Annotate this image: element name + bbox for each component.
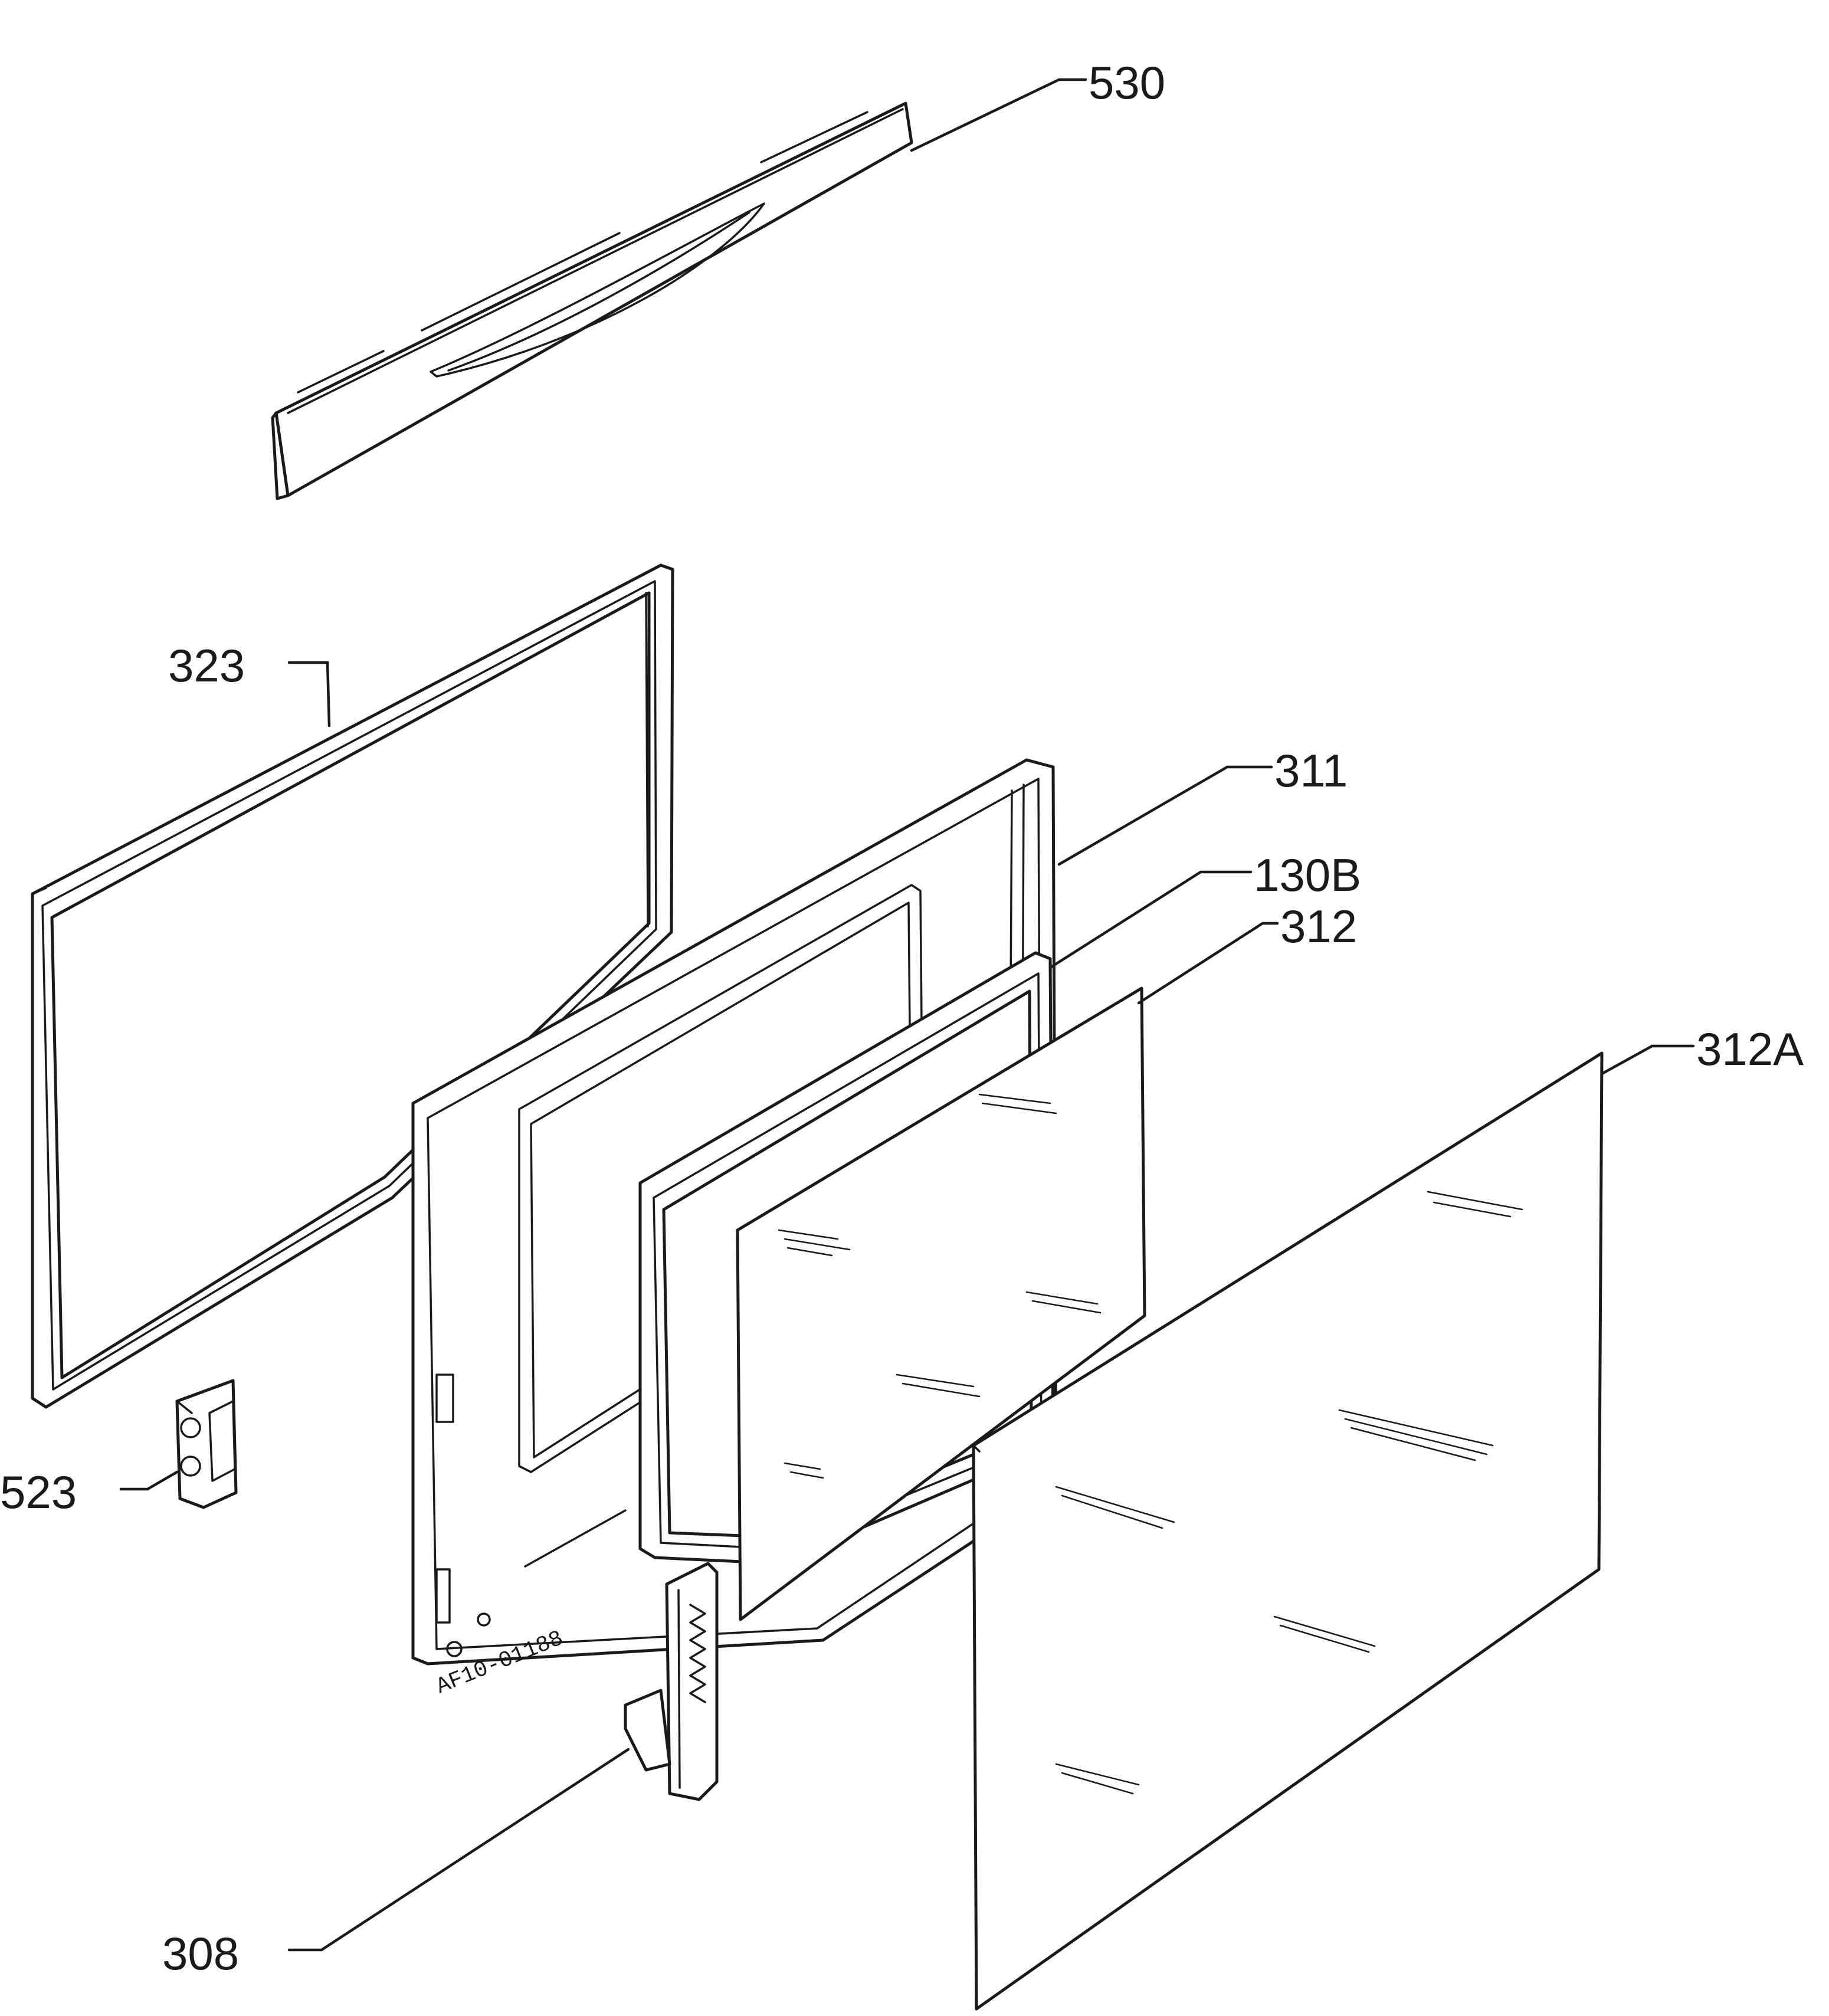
part-523-hinge-receiver bbox=[175, 1379, 238, 1509]
callout-130B: 130B bbox=[1254, 849, 1361, 901]
leader-308 bbox=[287, 1748, 630, 1952]
leader-130B bbox=[1048, 870, 1253, 969]
callout-312: 312 bbox=[1280, 900, 1357, 952]
callout-530: 530 bbox=[1089, 57, 1165, 109]
leader-lines bbox=[119, 78, 1695, 1952]
callout-523: 523 bbox=[0, 1466, 77, 1518]
leader-523 bbox=[119, 1470, 179, 1491]
part-308-door-hinge bbox=[624, 1562, 719, 1801]
part-312A-outer-glass bbox=[972, 1051, 1604, 2011]
callout-323: 323 bbox=[168, 640, 245, 691]
leader-312 bbox=[1137, 922, 1279, 1005]
leader-311 bbox=[1057, 765, 1273, 866]
leader-530 bbox=[910, 78, 1087, 152]
part-530-door-handle bbox=[271, 101, 913, 500]
leader-312A bbox=[1600, 1044, 1695, 1076]
leader-323 bbox=[287, 661, 331, 727]
callout-312A: 312A bbox=[1696, 1023, 1804, 1075]
callout-308: 308 bbox=[162, 1928, 239, 1979]
part-312-inner-glass bbox=[736, 986, 1146, 1621]
callout-311: 311 bbox=[1274, 745, 1348, 796]
